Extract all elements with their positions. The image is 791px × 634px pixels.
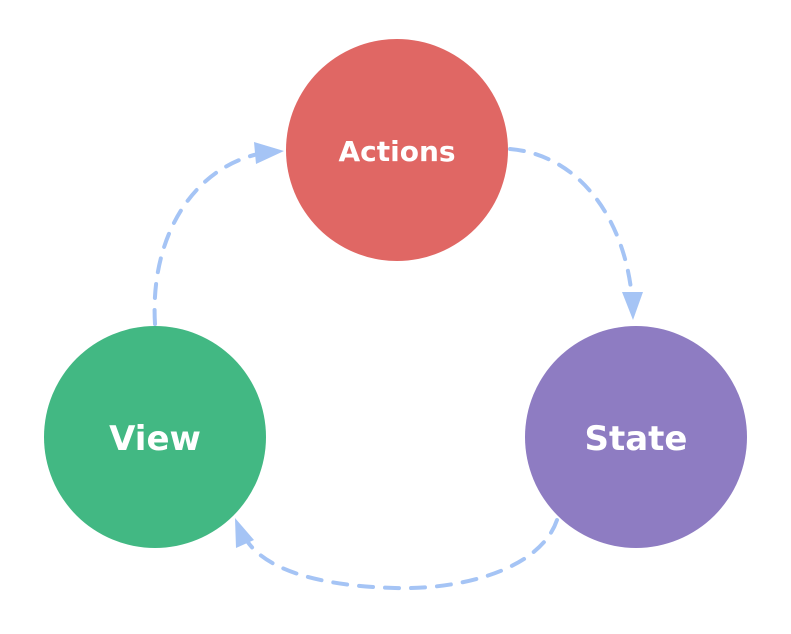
arrowhead-view-icon	[235, 518, 254, 548]
arrowhead-actions-icon	[254, 142, 284, 164]
actions-circle	[286, 39, 508, 261]
view-circle	[44, 326, 266, 548]
arrow-view-to-actions	[152, 152, 260, 326]
state-label: State	[585, 419, 688, 459]
arrow-state-to-view	[241, 518, 559, 591]
node-actions: Actions	[286, 39, 508, 261]
node-state: State	[525, 326, 747, 548]
view-label: View	[109, 419, 201, 459]
actions-label: Actions	[338, 135, 455, 168]
state-circle	[525, 326, 747, 548]
arrowhead-state-icon	[622, 292, 643, 320]
arrow-actions-to-state	[508, 147, 634, 300]
node-view: View	[44, 326, 266, 548]
